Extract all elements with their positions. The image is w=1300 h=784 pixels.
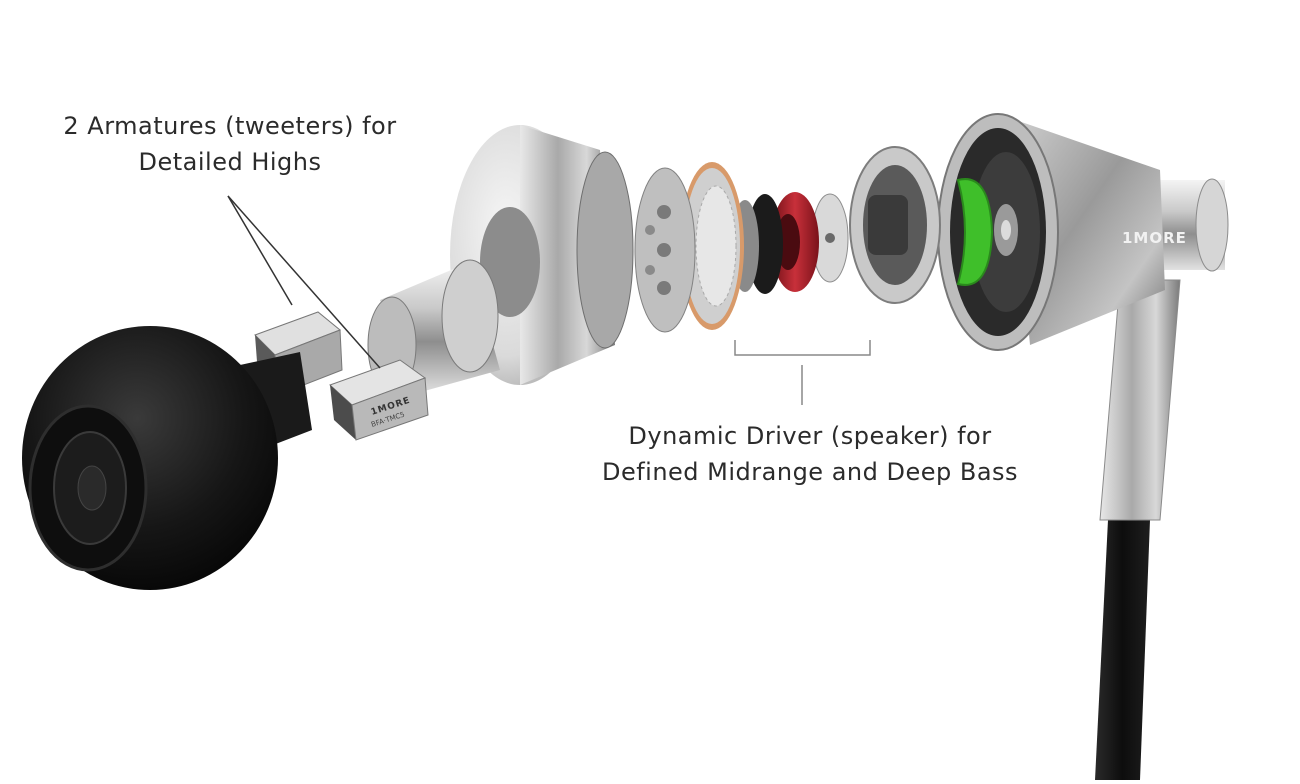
cable [1095, 178, 1229, 780]
driver-callout-line1: Dynamic Driver (speaker) for [628, 422, 992, 450]
armatures-callout-line2: Detailed Highs [138, 148, 322, 176]
rear-mount [849, 146, 941, 304]
driver-callout: Dynamic Driver (speaker) for Defined Mid… [570, 418, 1050, 490]
driver-callout-line2: Defined Midrange and Deep Bass [601, 458, 1019, 486]
housing-logo: 1MORE [1122, 229, 1187, 247]
nozzle [367, 259, 500, 395]
armatures: 1MORE BFA·TMC5 [254, 311, 429, 441]
armatures-callout: 2 Armatures (tweeters) for Detailed High… [20, 108, 440, 180]
armature-leader-lines [227, 195, 381, 369]
ear-tip [22, 326, 312, 590]
driver-stack [634, 162, 849, 333]
driver-bracket [734, 340, 871, 405]
armatures-callout-line1: 2 Armatures (tweeters) for [63, 112, 397, 140]
